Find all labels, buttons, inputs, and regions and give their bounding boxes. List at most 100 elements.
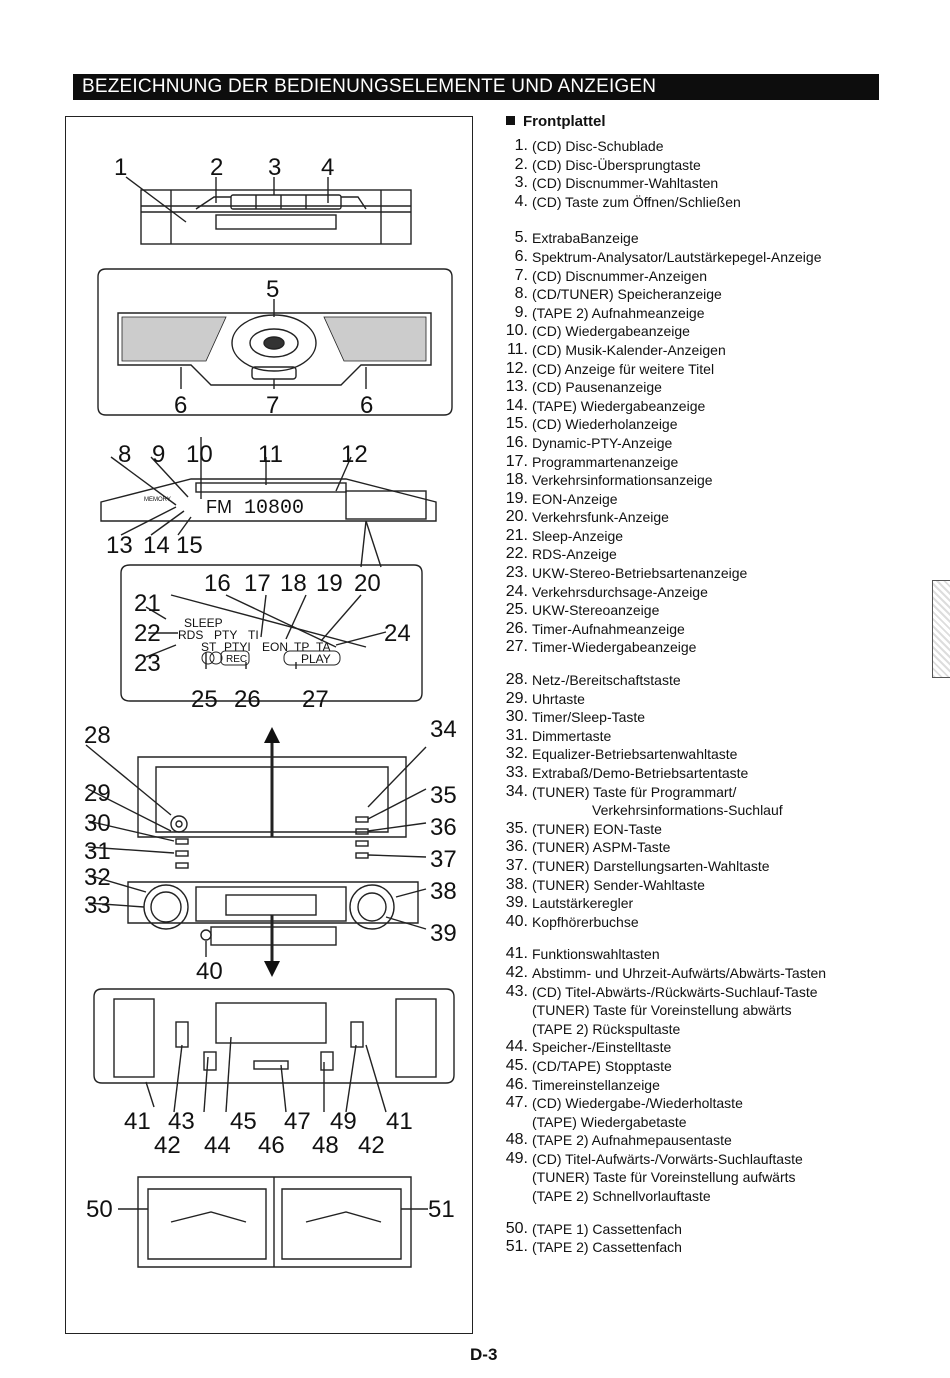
list-item: 12.(CD) Anzeige für weitere Titel [500,360,900,379]
item-number: 4. [514,192,528,210]
list-item: 46.Timereinstellanzeige [500,1076,900,1095]
main-unit-drawing [85,744,427,957]
item-text: ExtrabaBanzeige [532,230,639,247]
list-item: 11.(CD) Musik-Kalender-Anzeigen [500,341,900,360]
list-item: 15.(CD) Wiederholanzeige [500,415,900,434]
item-text: (TAPE 2) Aufnahmeanzeige [532,304,705,321]
list-item: 5.ExtrabaBanzeige [500,229,900,248]
item-number: 16. [505,433,528,451]
item-text: (CD) Discnummer-Wahltasten [532,175,719,192]
item-text: RDS-Anzeige [532,546,617,563]
page-number: D-3 [470,1345,498,1364]
item-text: Kopfhörerbuchse [532,913,639,930]
list-item: 22.RDS-Anzeige [500,545,900,564]
item-text: (CD) Titel-Aufwärts-/Vorwärts-Suchlaufta… [532,1150,803,1167]
callout-41: 41 [124,1108,151,1135]
callout-19: 19 [316,570,343,597]
rds-indicator-drawing [120,564,423,702]
item-text: (TAPE 2) Cassettenfach [532,1239,682,1256]
item-number: 21. [505,526,528,544]
item-text: (CD/TAPE) Stopptaste [532,1057,672,1074]
arrow-up-icon [264,727,280,743]
item-number: 5. [514,229,528,247]
play-label: PLAY [301,652,331,666]
callout-42: 42 [154,1132,181,1159]
list-item: 7.(CD) Discnummer-Anzeigen [500,267,900,286]
item-number: 32. [505,745,528,763]
eon-label: EON [262,640,288,654]
item-text: (TAPE 2) Aufnahmepausentaste [532,1132,732,1149]
callout-22: 22 [134,620,161,647]
page-title: BEZEICHNUNG DER BEDIENUNGSELEMENTE UND A… [73,74,879,100]
list-item: 14.(TAPE) Wiedergabeanzeige [500,397,900,416]
item-number: 41. [505,945,528,963]
item-text: Funktionswahltasten [532,946,660,963]
callout-23: 23 [134,650,161,677]
item-text: Dynamic-PTY-Anzeige [532,434,673,451]
callout-45: 45 [230,1108,257,1135]
list-item: 36.(TUNER) ASPM-Taste [500,838,900,857]
list-item: 20.Verkehrsfunk-Anzeige [500,508,900,527]
callout-18: 18 [280,570,307,597]
item-number: 42. [505,963,528,981]
diagram-svg: FM 10800 MEMORY SLEEP RDS PTY TI ST PTYI… [84,154,457,1268]
callout-46: 46 [258,1132,285,1159]
item-text: Verkehrsinformationsanzeige [532,472,713,489]
callout-7: 7 [266,392,279,419]
item-text: (TAPE 2) Schnellvorlauftaste [532,1188,711,1205]
rds-label: RDS [178,628,203,642]
callout-39: 39 [430,920,457,947]
list-item: 48.(TAPE 2) Aufnahmepausentaste [500,1131,900,1150]
list-item: 28.Netz-/Bereitschaftstaste [500,671,900,690]
item-text: (TAPE) Wiedergabetaste [532,1113,687,1130]
list-item: 41.Funktionswahltasten [500,945,900,964]
item-number: 33. [505,764,528,781]
item-text: Timer/Sleep-Taste [532,709,646,726]
square-bullet-icon [506,116,515,125]
ti-label: TI [248,628,259,642]
item-text: (TUNER) Taste für Voreinstellung aufwärt… [532,1169,796,1186]
item-number: 51. [505,1238,528,1256]
callout-10: 10 [186,441,213,468]
callout-43: 43 [168,1108,195,1135]
item-number: 10. [505,322,528,340]
callout-31: 31 [84,838,111,865]
item-number: 28. [505,671,528,689]
item-number: 6. [514,247,528,265]
callout-16: 16 [204,570,231,597]
callout-42b: 42 [358,1132,385,1159]
page-tab-marker [932,580,950,678]
callout-9: 9 [152,441,165,468]
callout-6b: 6 [360,392,373,419]
item-text: (TUNER) Taste für Programmart/ [532,783,737,800]
callout-41b: 41 [386,1108,413,1135]
list-item: 43.(CD) Titel-Abwärts-/Rückwärts-Suchlau… [500,983,900,1039]
item-text: Timereinstellanzeige [532,1076,660,1093]
item-text: (TUNER) EON-Taste [532,820,662,837]
item-text: Verkehrsdurchsage-Anzeige [532,583,708,600]
rec-label: REC [226,654,247,665]
list-item: 34.(TUNER) Taste für Programmart/Verkehr… [500,783,900,820]
item-text: (CD) Taste zum Öffnen/Schließen [532,193,741,210]
section-heading: Frontplattel [506,112,900,132]
st-label: ST [201,640,217,654]
list-item: 2.(CD) Disc-Übersprungtaste [500,156,900,175]
item-text: UKW-Stereoanzeige [532,602,660,619]
callout-27: 27 [302,686,329,713]
item-text: (CD) Wiedergabeanzeige [532,323,690,340]
item-number: 37. [505,856,528,874]
callout-3: 3 [268,154,281,181]
frequency-readout: 10800 [244,497,304,520]
list-item: 24.Verkehrsdurchsage-Anzeige [500,583,900,602]
item-text: Dimmertaste [532,727,612,744]
item-number: 2. [514,155,528,173]
pty-label: PTY [214,628,237,642]
item-number: 48. [505,1131,528,1149]
item-text: Uhrtaste [532,690,585,707]
item-number: 20. [505,508,528,526]
callout-44: 44 [204,1132,231,1159]
callout-49: 49 [330,1108,357,1135]
callout-15: 15 [176,532,203,559]
